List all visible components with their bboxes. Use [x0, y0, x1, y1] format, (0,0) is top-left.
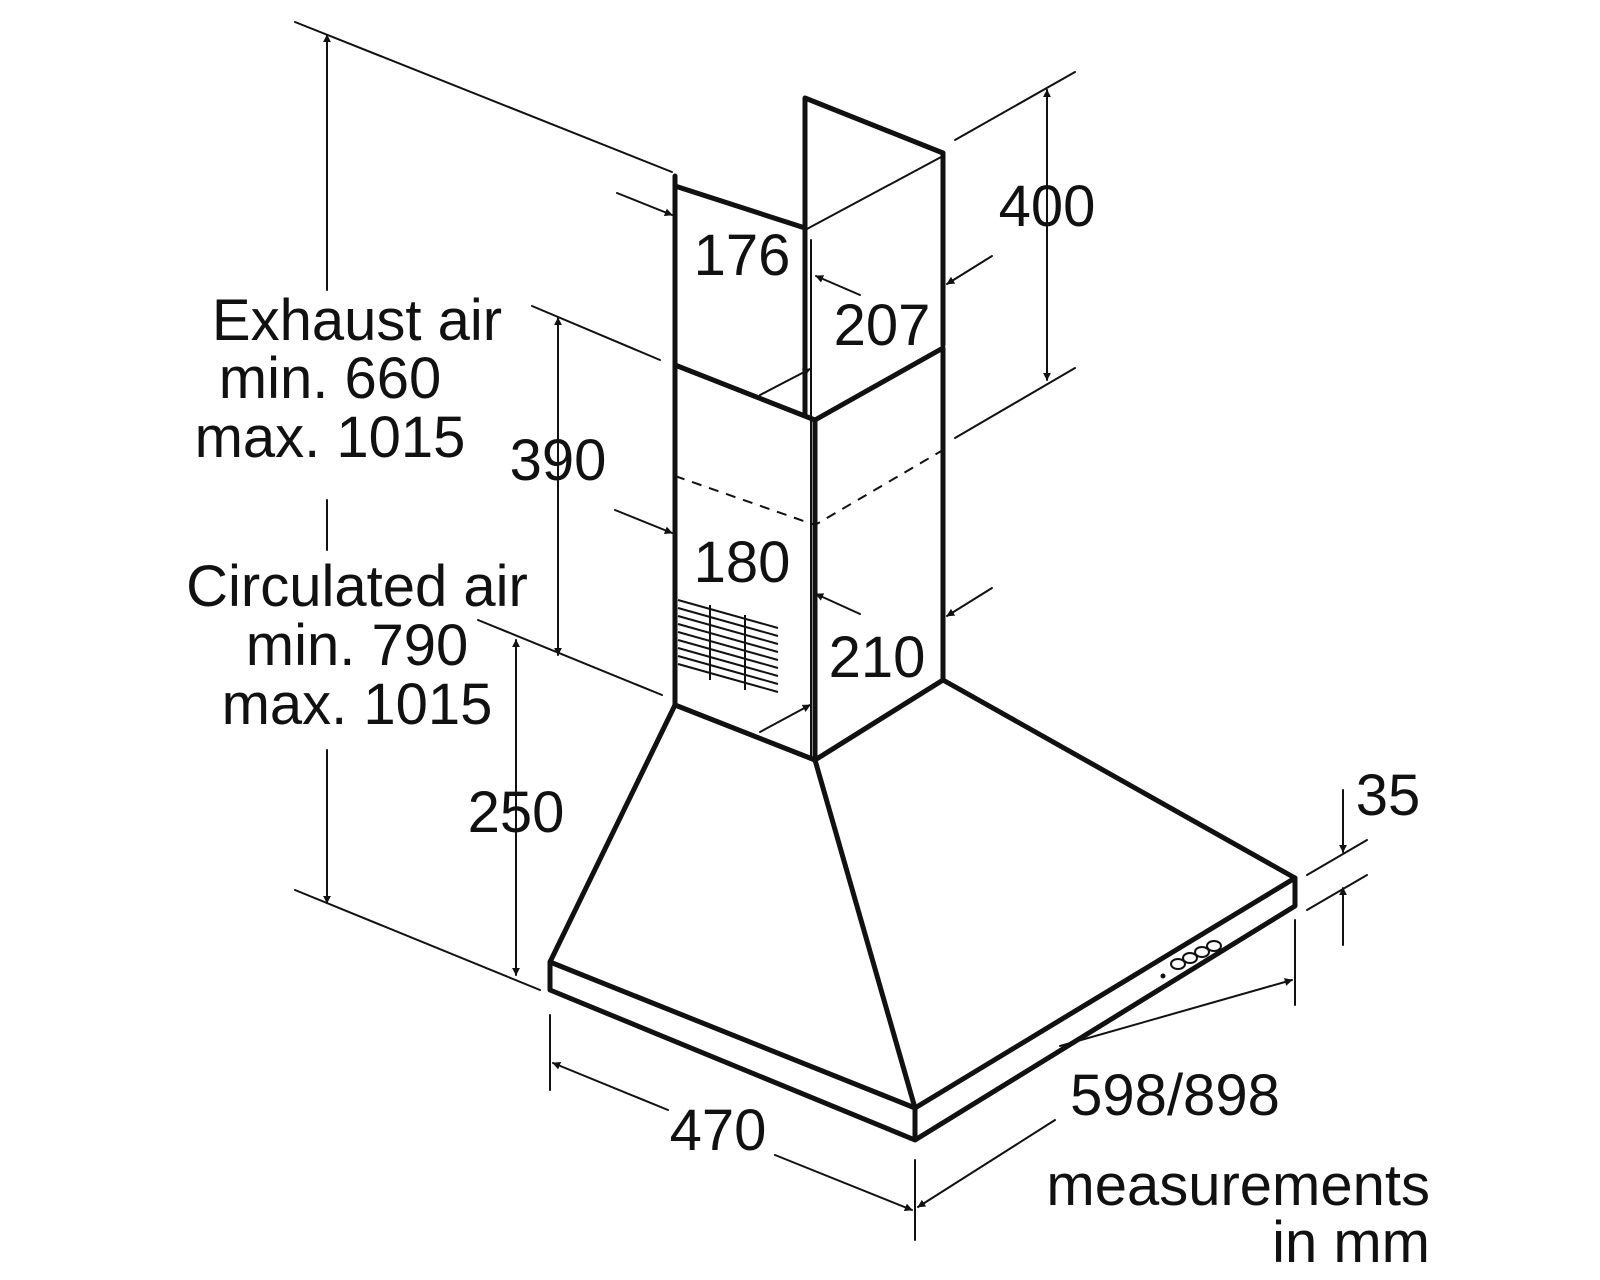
dimension-176: 176: [694, 223, 791, 288]
dimension-210: 210: [829, 625, 926, 690]
circulated-air-max: max. 1015: [222, 672, 493, 737]
dimension-400: 400: [999, 174, 1096, 239]
exhaust-air-note: Exhaust air min. 660 max. 1015: [195, 288, 502, 470]
units-line-2: in mm: [1272, 1210, 1430, 1275]
exhaust-air-label: Exhaust air: [212, 288, 502, 353]
upper-chimney-right-face: [802, 95, 946, 348]
canopy-right-edge: [940, 677, 1298, 881]
dimension-598-898: 598/898: [1070, 1063, 1280, 1128]
canopy-base: [547, 875, 1298, 1143]
exhaust-air-min: min. 660: [219, 346, 441, 411]
lower-chimney: [672, 345, 946, 763]
canopy-left-edge: [547, 702, 678, 965]
dimension-35: 35: [1356, 763, 1421, 828]
circulated-air-note: Circulated air min. 790 max. 1015: [186, 554, 528, 737]
chimney-hidden-edge: [674, 449, 944, 527]
exhaust-air-max: max. 1015: [195, 405, 466, 470]
canopy-front-edge: [812, 757, 918, 1111]
upper-chimney-left-face: [672, 173, 808, 418]
hood-drawing: [547, 95, 1298, 1143]
upper-chimney-top-edge: [804, 155, 944, 231]
dimension-250: 250: [468, 780, 565, 845]
circulated-air-min: min. 790: [246, 613, 468, 678]
dimension-207: 207: [834, 293, 931, 358]
dimension-470: 470: [670, 1098, 767, 1163]
units-note: measurements in mm: [1046, 1153, 1430, 1275]
control-knobs: [1160, 940, 1222, 979]
units-line-1: measurements: [1046, 1153, 1430, 1218]
dimension-lines: [294, 21, 1368, 1241]
dimension-180: 180: [694, 530, 791, 595]
circulated-air-label: Circulated air: [186, 554, 528, 619]
dimension-390: 390: [510, 428, 607, 493]
vent-grille: [677, 599, 779, 693]
dimension-labels: 176 207 400 390 180 210 250 35 470 598/8…: [468, 174, 1421, 1163]
